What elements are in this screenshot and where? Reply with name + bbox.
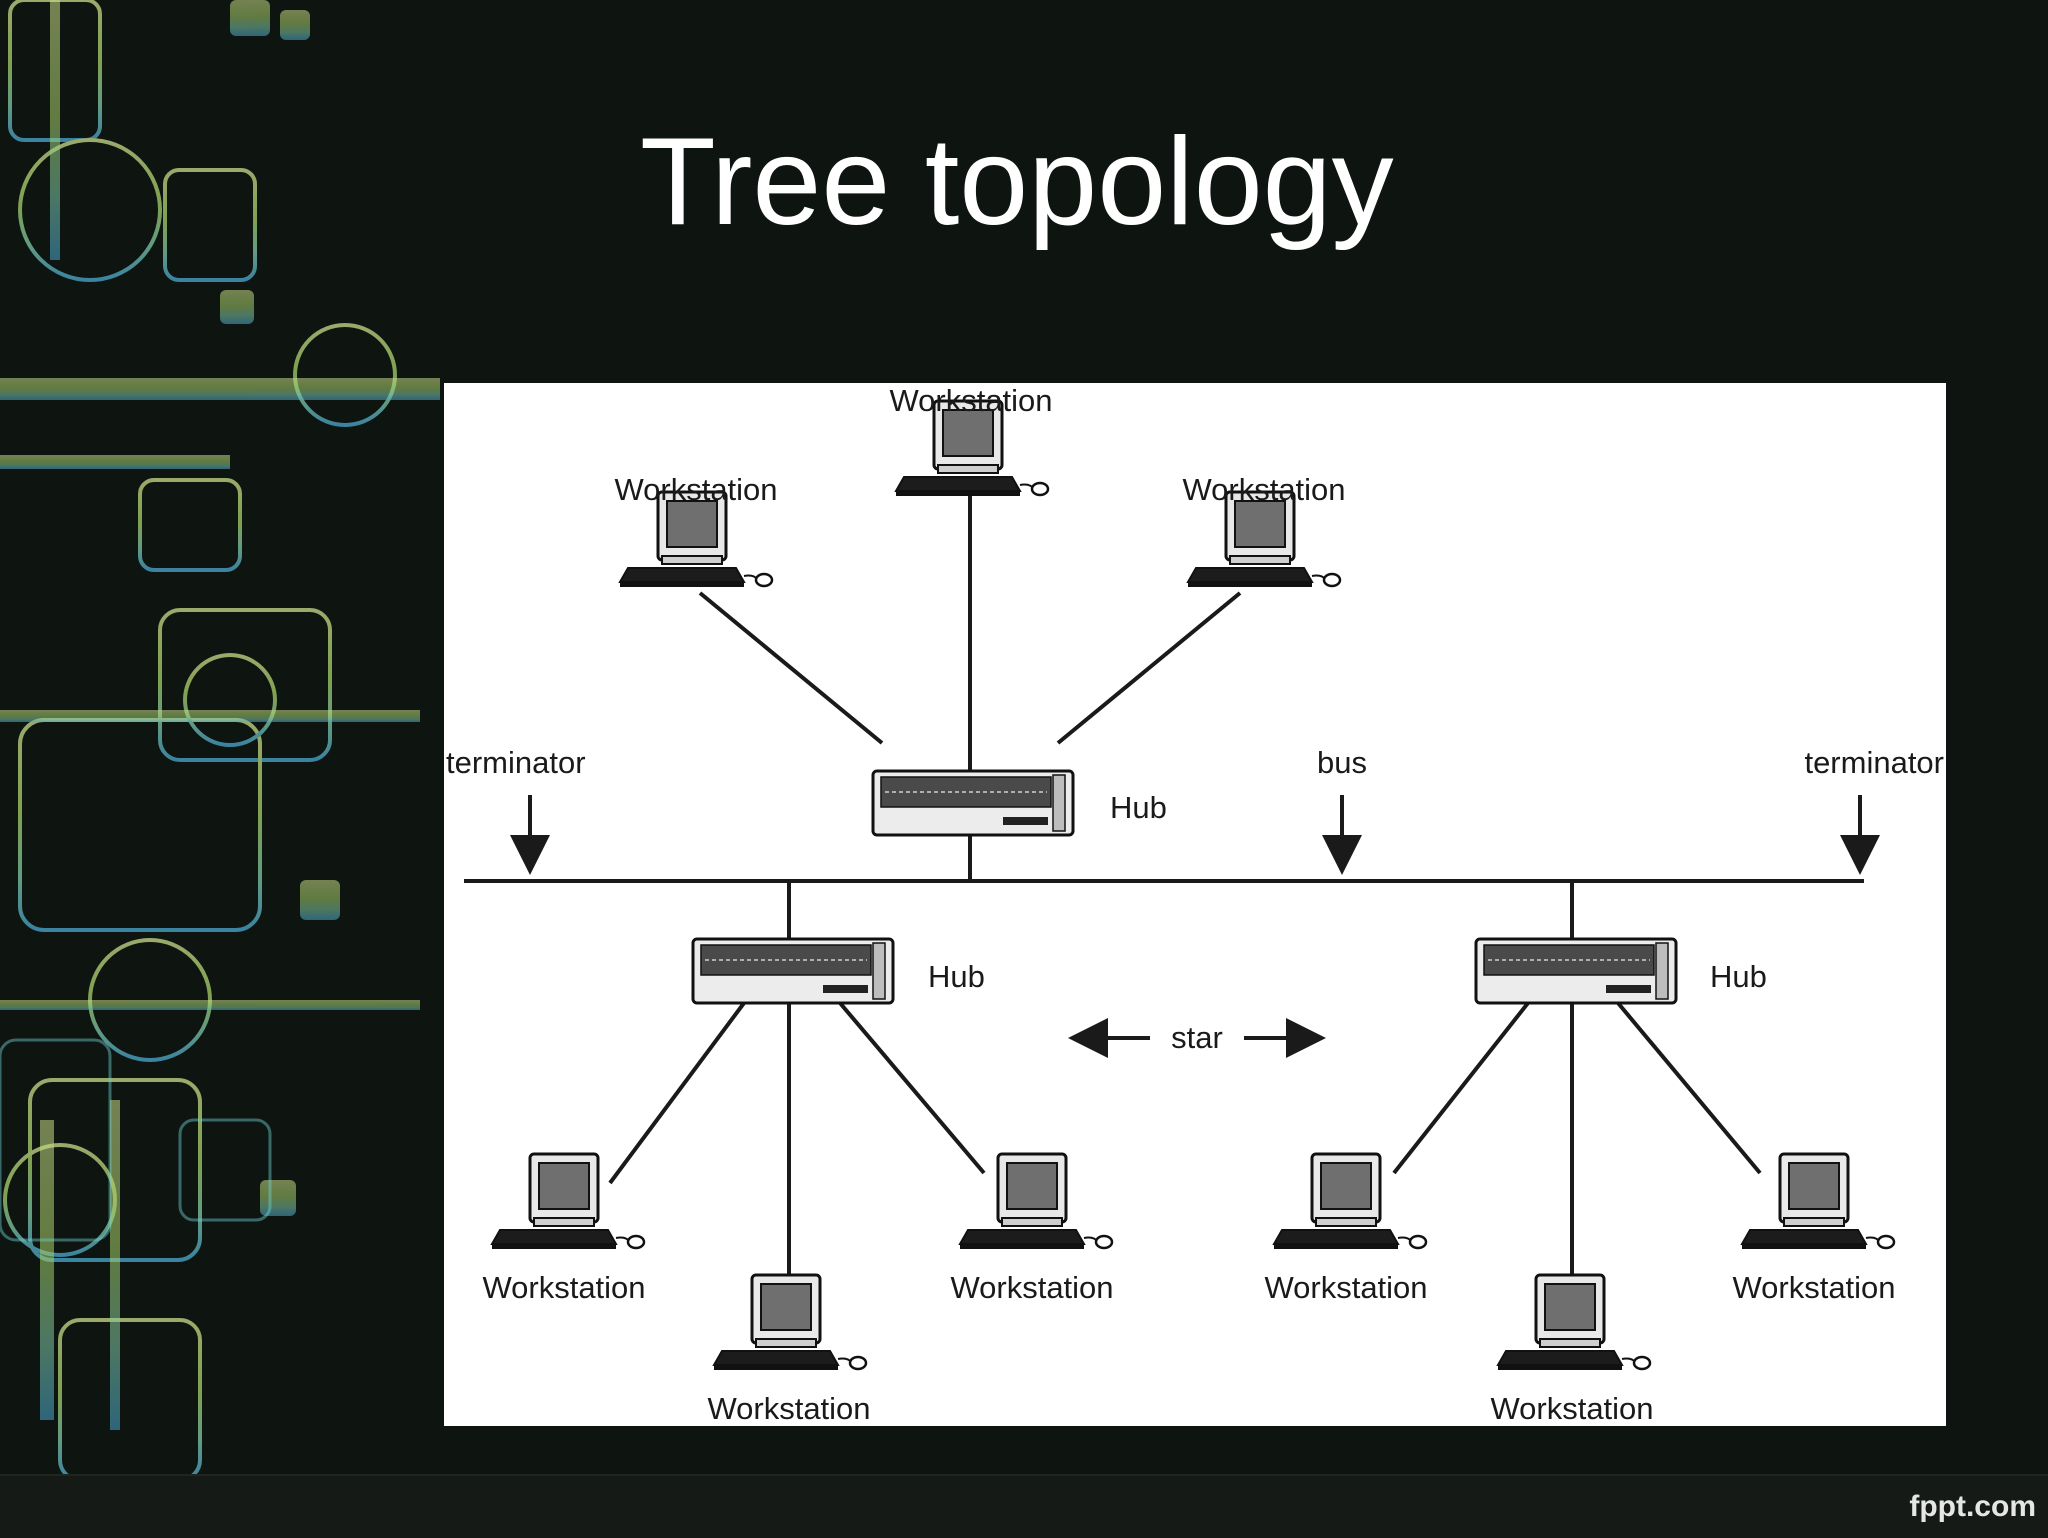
terminator-right-label: terminator [1804,745,1944,780]
connection-lines [464,482,1864,1289]
footer-brand: fppt.com [1909,1490,2036,1523]
workstation-icon [1272,1152,1428,1251]
link-left-star-left [608,1001,746,1185]
hub-left-label: Hub [928,959,985,994]
bus-label: bus [1317,745,1367,780]
hub-top-icon [871,769,1075,837]
workstation-icon [1740,1152,1896,1251]
workstation-icon [1496,1273,1652,1372]
workstation-label-left-star-right: Workstation [950,1270,1113,1305]
workstation-label-top-left: Workstation [614,472,777,507]
decorative-background [0,0,440,1482]
workstation-label-right-star-left: Workstation [1264,1270,1427,1305]
link-top-right [1056,591,1242,745]
footer-bar [0,1474,2048,1538]
workstation-label-right-star-right: Workstation [1732,1270,1895,1305]
link-top-left [698,591,884,745]
link-left-star-right [838,1001,986,1175]
tree-topology-diagram: Workstation Workstation Workstation term… [444,383,1946,1426]
workstation-label-left-star-center: Workstation [707,1391,870,1426]
star-label: star [1171,1020,1223,1055]
link-right-star-right [1616,1001,1762,1175]
hub-left-icon [691,937,895,1005]
workstation-label-top-right: Workstation [1182,472,1345,507]
hub-right-label: Hub [1710,959,1767,994]
workstation-label-left-star-left: Workstation [482,1270,645,1305]
workstation-icon [958,1152,1114,1251]
slide-title: Tree topology [640,113,1394,251]
terminator-left-label: terminator [446,745,586,780]
hub-right-icon [1474,937,1678,1005]
hub-top-label: Hub [1110,790,1167,825]
workstation-label-top-center: Workstation [889,383,1052,418]
workstation-icon [712,1273,868,1372]
workstation-label-right-star-center: Workstation [1490,1391,1653,1426]
link-right-star-left [1392,1001,1530,1175]
